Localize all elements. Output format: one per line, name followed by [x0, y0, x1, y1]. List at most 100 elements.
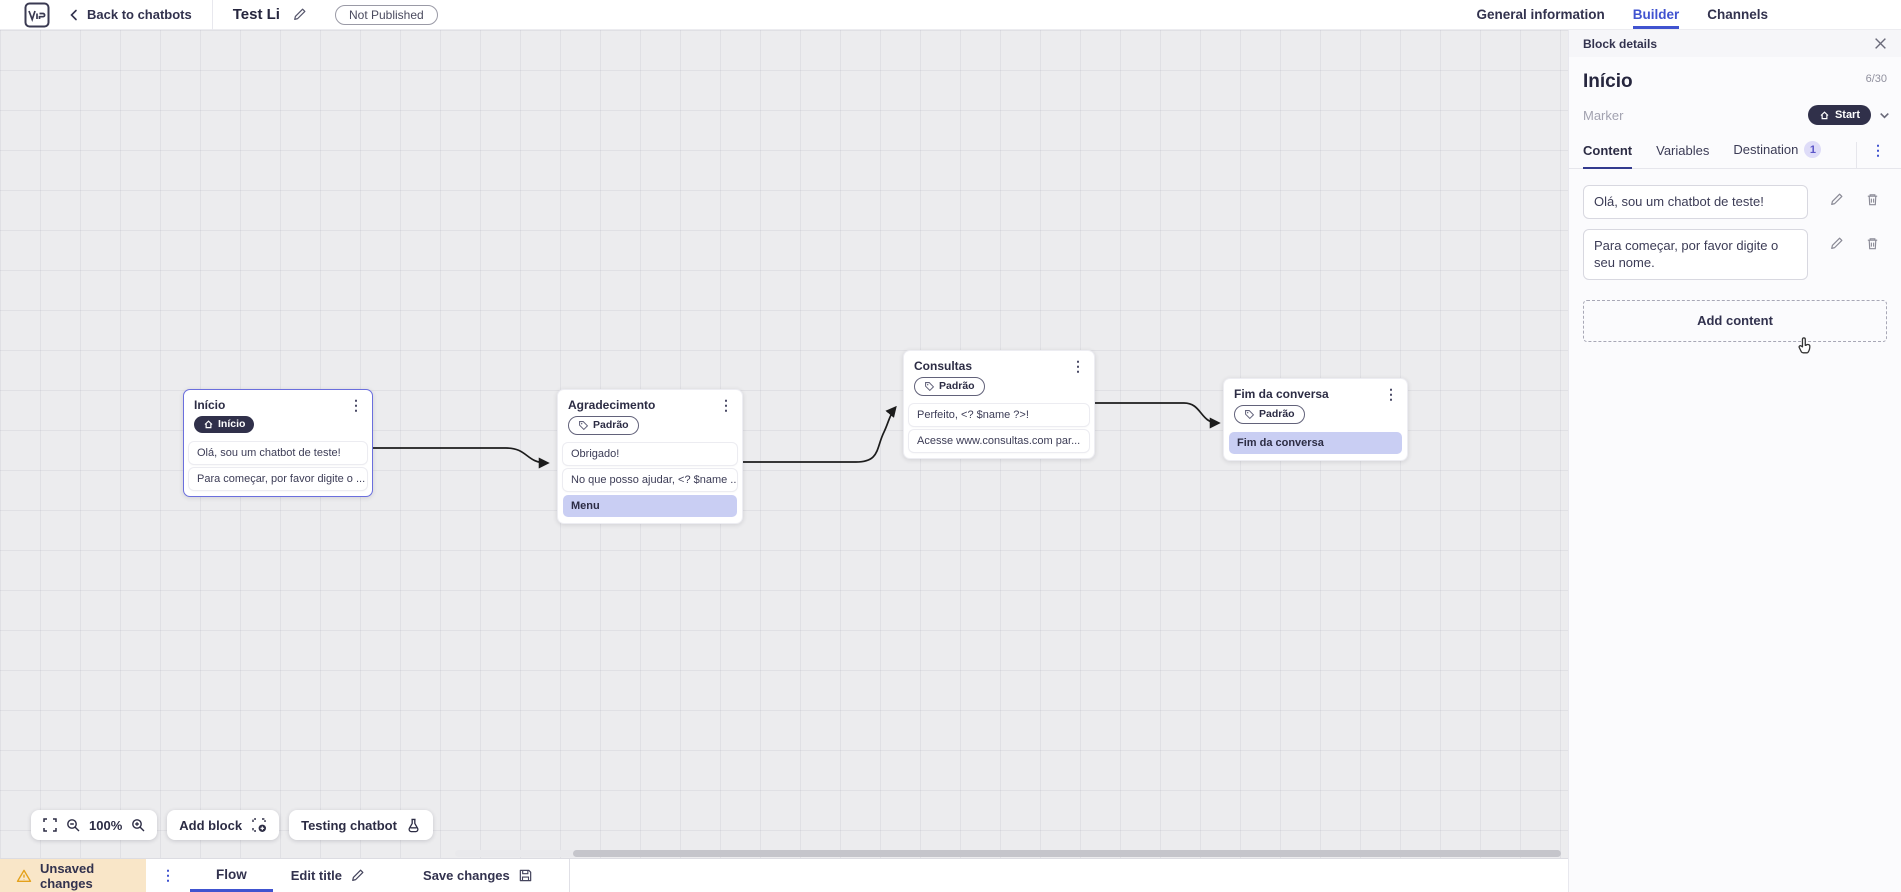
node-menu-row[interactable]: Menu	[563, 495, 737, 517]
back-to-chatbots-button[interactable]: Back to chatbots	[68, 7, 192, 22]
block-name-row: Início 6/30	[1569, 57, 1901, 93]
marker-value: Start	[1807, 105, 1891, 125]
padrao-badge: Padrão	[568, 416, 639, 435]
flow-canvas[interactable]: Início ⋮ Início Olá, sou um chatbot de t…	[0, 30, 1568, 858]
edit-title-label: Edit title	[290, 868, 343, 883]
flow-node-inicio[interactable]: Início ⋮ Início Olá, sou um chatbot de t…	[183, 389, 373, 497]
chatbot-title: Test Li	[232, 6, 280, 23]
node-header: Consultas ⋮	[904, 351, 1094, 375]
badge-row: Padrão	[558, 414, 742, 442]
padrao-badge: Padrão	[914, 377, 985, 396]
padrao-badge: Padrão	[1234, 405, 1305, 424]
tag-icon	[925, 382, 935, 392]
add-block-button[interactable]: Add block	[167, 810, 280, 840]
marker-row: Marker Start	[1569, 93, 1901, 125]
badge-row: Padrão	[1224, 403, 1407, 431]
edit-content-icon[interactable]	[1829, 192, 1844, 207]
kebab-menu-icon[interactable]: ⋮	[719, 397, 733, 413]
panel-tabs: Content Variables Destination 1 ⋮	[1569, 125, 1901, 169]
node-content-row[interactable]: Perfeito, <? $name ?>!	[909, 404, 1089, 426]
edit-content-icon[interactable]	[1829, 236, 1844, 251]
char-counter: 6/30	[1865, 73, 1887, 85]
edit-title-button[interactable]: Edit title	[273, 859, 383, 892]
chevron-left-icon	[68, 9, 80, 21]
unsaved-changes-status: Unsaved changes	[0, 859, 146, 892]
delete-content-icon[interactable]	[1865, 192, 1880, 207]
top-bar: Back to chatbots Test Li Not Published G…	[0, 0, 1901, 30]
marker-label: Marker	[1583, 107, 1624, 123]
tab-content[interactable]: Content	[1583, 143, 1633, 169]
warning-icon	[16, 868, 32, 884]
node-title: Início	[194, 398, 226, 412]
kebab-menu-icon[interactable]: ⋮	[1071, 358, 1085, 374]
back-label: Back to chatbots	[87, 7, 192, 22]
badge-label: Padrão	[593, 419, 629, 432]
kebab-menu-icon[interactable]: ⋮	[349, 397, 363, 413]
tab-variables[interactable]: Variables	[1656, 143, 1710, 158]
add-block-label: Add block	[179, 817, 243, 833]
top-bar-left: Back to chatbots Test Li Not Published	[0, 0, 438, 30]
node-title: Fim da conversa	[1234, 387, 1329, 401]
node-content-row[interactable]: Para começar, por favor digite o ...	[189, 468, 367, 490]
content-item-actions	[1829, 192, 1880, 207]
zoom-in-icon[interactable]	[131, 818, 145, 832]
add-block-icon	[251, 817, 267, 833]
node-header: Agradecimento ⋮	[558, 390, 742, 414]
node-content-row[interactable]: Acesse www.consultas.com par...	[909, 430, 1089, 452]
save-changes-button[interactable]: Save changes	[405, 859, 551, 892]
tab-destination[interactable]: Destination 1	[1733, 141, 1822, 169]
chevron-down-icon[interactable]	[1878, 109, 1891, 122]
delete-content-icon[interactable]	[1865, 236, 1880, 251]
node-content-row[interactable]: No que posso ajudar, <? $name ...	[563, 469, 737, 491]
testing-chatbot-button[interactable]: Testing chatbot	[289, 810, 433, 840]
node-rows: Obrigado! No que posso ajudar, <? $name …	[558, 442, 742, 523]
bottom-kebab-menu-icon[interactable]: ⋮	[161, 867, 175, 883]
connector-agradecimento-consultas	[743, 405, 897, 463]
save-icon	[518, 868, 533, 883]
marker-start-label: Start	[1834, 109, 1860, 121]
tab-flow[interactable]: Flow	[190, 859, 273, 892]
divider	[568, 859, 570, 892]
badge-row: Padrão	[904, 375, 1094, 403]
node-header: Início ⋮	[184, 390, 372, 414]
node-rows: Fim da conversa	[1224, 431, 1407, 460]
zoom-out-icon[interactable]	[66, 818, 80, 832]
node-content-row[interactable]: Obrigado!	[563, 443, 737, 465]
panel-header: Block details	[1569, 30, 1901, 57]
badge-label: Início	[218, 418, 246, 431]
flow-node-fim-da-conversa[interactable]: Fim da conversa ⋮ Padrão Fim da conversa	[1223, 378, 1408, 461]
marker-start-pill[interactable]: Start	[1807, 105, 1871, 125]
unsaved-changes-label: Unsaved changes	[40, 860, 95, 891]
content-text-box[interactable]: Para começar, por favor digite o seu nom…	[1583, 228, 1808, 280]
connector-inicio-agradecimento	[373, 447, 550, 469]
scrollbar-thumb[interactable]	[573, 850, 1561, 857]
node-header: Fim da conversa ⋮	[1224, 379, 1407, 403]
block-details-panel: Block details Início 6/30 Marker Start C…	[1568, 30, 1901, 892]
add-content-button[interactable]: Add content	[1583, 299, 1887, 342]
node-end-row[interactable]: Fim da conversa	[1229, 432, 1402, 454]
home-icon	[204, 420, 213, 429]
fit-screen-icon[interactable]	[43, 818, 57, 832]
content-item: Olá, sou um chatbot de teste!	[1583, 185, 1887, 219]
flow-connectors	[373, 402, 1221, 469]
status-badge: Not Published	[334, 4, 438, 25]
node-content-row[interactable]: Olá, sou um chatbot de teste!	[189, 442, 367, 464]
start-marker-badge: Início	[194, 416, 255, 433]
canvas-horizontal-scrollbar[interactable]	[455, 850, 1561, 857]
close-icon[interactable]	[1874, 37, 1887, 50]
flow-node-agradecimento[interactable]: Agradecimento ⋮ Padrão Obrigado! No que …	[557, 389, 743, 524]
badge-row: Início	[184, 414, 372, 441]
kebab-menu-icon[interactable]: ⋮	[1384, 386, 1398, 402]
panel-kebab-menu-icon[interactable]: ⋮	[1856, 142, 1887, 168]
zoom-controls: 100%	[31, 810, 158, 840]
flow-node-consultas[interactable]: Consultas ⋮ Padrão Perfeito, <? $name ?>…	[903, 350, 1095, 459]
flask-icon	[406, 818, 421, 833]
content-item: Para começar, por favor digite o seu nom…	[1583, 228, 1887, 280]
home-icon	[1820, 110, 1829, 119]
edit-chatbot-title-icon[interactable]	[292, 7, 307, 22]
tab-builder[interactable]: Builder	[1632, 0, 1680, 29]
content-text-box[interactable]: Olá, sou um chatbot de teste!	[1583, 185, 1808, 219]
badge-label: Padrão	[939, 380, 975, 393]
tab-channels[interactable]: Channels	[1707, 7, 1768, 22]
tab-general-information[interactable]: General information	[1476, 7, 1605, 22]
